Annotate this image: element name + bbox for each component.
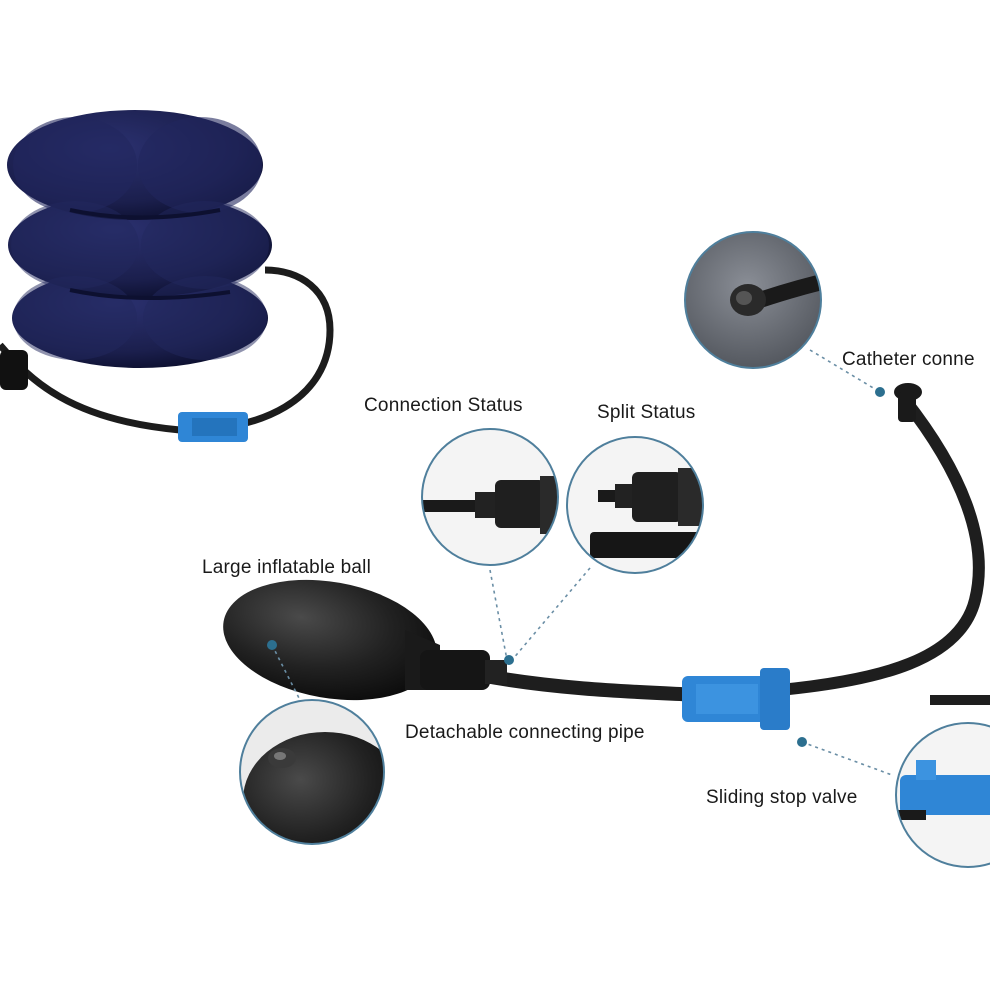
label-split-status: Split Status: [597, 402, 696, 423]
neck-collar-icon: [0, 110, 334, 442]
label-connection-status: Connection Status: [364, 395, 523, 416]
leader-lines: [271, 349, 893, 776]
pipe-dot: [504, 655, 514, 665]
connecting-pipe-icon: [478, 383, 990, 705]
hand-pump-bulb-icon: [223, 579, 507, 701]
catheter-dot: [875, 387, 885, 397]
label-catheter-connection: Catheter conne: [842, 349, 975, 370]
label-large-inflatable-ball: Large inflatable ball: [202, 557, 371, 578]
valve-dot: [797, 737, 807, 747]
label-sliding-stop-valve: Sliding stop valve: [706, 787, 858, 808]
bulb-tip-callout: [239, 699, 385, 845]
sliding-valve-callout: [895, 722, 990, 868]
split-status-callout: [566, 436, 704, 574]
catheter-connection-callout: [684, 231, 822, 369]
bulb-dot: [267, 640, 277, 650]
label-detachable-connecting-pipe: Detachable connecting pipe: [405, 722, 645, 743]
blue-stop-valve-icon: [682, 668, 790, 730]
leader-dots: [267, 387, 885, 747]
connection-status-callout: [421, 428, 559, 566]
